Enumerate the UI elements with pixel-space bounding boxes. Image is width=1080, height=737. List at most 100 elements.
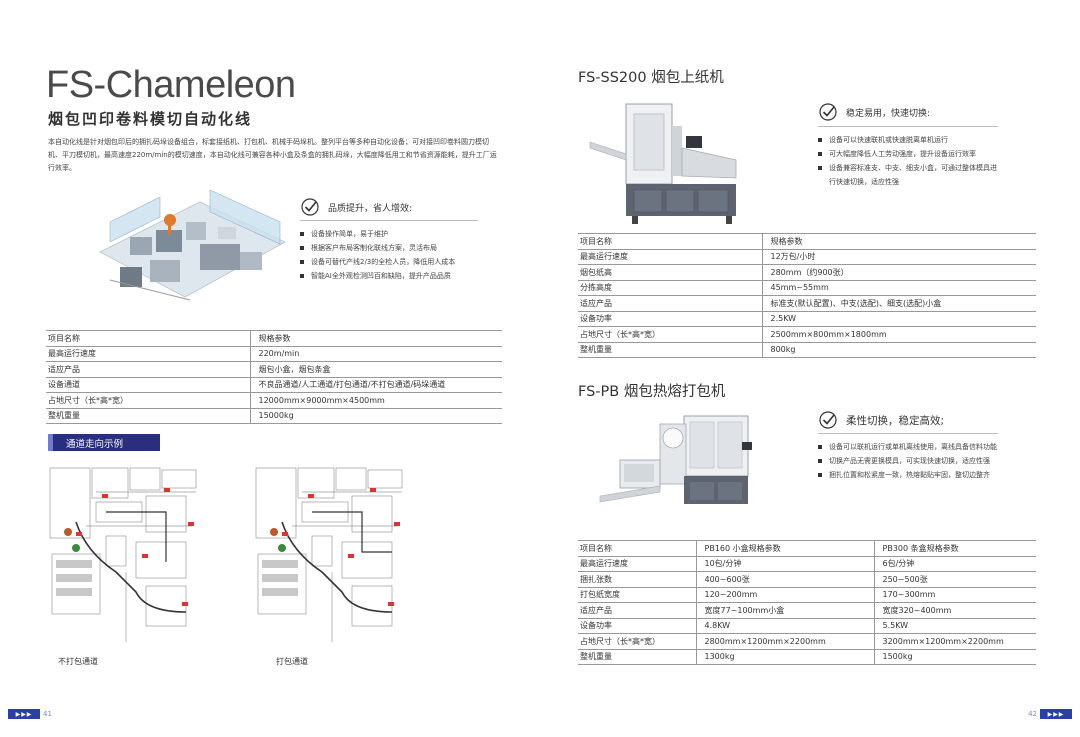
page-number: 42 (1028, 710, 1037, 718)
section-label: 通道走向示例 (48, 434, 160, 451)
page-footer-left: ▶▶▶ 41 (8, 709, 52, 719)
table-row: 占地尺寸（长*高*宽）2500mm×800mm×1800mm (578, 326, 1036, 342)
table-cell: 2800mm×1200mm×2200mm (695, 633, 874, 649)
table-cell: 12000mm×9000mm×4500mm (249, 392, 502, 408)
check-badge-icon (819, 103, 837, 121)
list-item: 设备可以快速联机或快速脱离单机运行 (818, 133, 1003, 147)
table-cell: 打包纸宽度 (578, 586, 696, 603)
table-cell: 2.5KW (761, 310, 1036, 327)
table-cell: 5.5KW (873, 617, 1036, 634)
nav-arrows-icon: ▶▶▶ (8, 709, 40, 719)
table-cell: 6包/分钟 (873, 555, 1036, 572)
table-cell: 1300kg (695, 648, 874, 665)
divider (818, 433, 998, 434)
table-row: 项目名称规格参数 (578, 233, 1036, 249)
table-cell: 标准支(默认配置)、中支(选配)、细支(选配)小盒 (761, 295, 1036, 311)
table-cell: 占地尺寸（长*高*宽） (578, 326, 762, 342)
table-cell: 2500mm×800mm×1800mm (761, 326, 1036, 342)
list-item: 可大幅度降低人工劳动强度，提升设备运行效率 (818, 147, 1003, 161)
table-cell: 项目名称 (578, 233, 762, 249)
table-cell: 10包/分钟 (695, 555, 874, 572)
table-cell: 烟包纸高 (578, 264, 762, 280)
table-cell: 规格参数 (761, 233, 1036, 249)
list-item: 设备可以联机运行或单机离线使用，离线具备信料功能 (818, 440, 1003, 454)
table-cell: 最高运行速度 (578, 248, 762, 265)
table-cell: 占地尺寸（长*高*宽） (46, 392, 250, 408)
divider (818, 126, 998, 127)
table-cell: 12万包/小时 (761, 248, 1036, 265)
table-row: 占地尺寸（长*高*宽）12000mm×9000mm×4500mm (46, 392, 502, 408)
table-cell: PB300 条盒规格参数 (873, 540, 1036, 556)
table-row: 适应产品标准支(默认配置)、中支(选配)、细支(选配)小盒 (578, 295, 1036, 311)
pb-machine-image (599, 415, 752, 504)
intro-paragraph: 本自动化线是针对烟包印后的拥扎码垛设备组合，标套接纸机、打包机、机械手码垛机。整… (48, 138, 497, 172)
list-item: 智能AI全外观检测凹百和缺陷，提升产品品质 (300, 269, 520, 283)
table-cell: 800kg (761, 341, 1036, 358)
table-cell: 不良品通道/人工通道/打包通道/不打包通道/码垛通道 (249, 376, 502, 393)
pb-feature-list: 设备可以联机运行或单机离线使用，离线具备信料功能 切换产品无需更换模具，可实现快… (818, 440, 1003, 482)
table-cell: 适应产品 (578, 602, 696, 618)
table-cell: 占地尺寸（长*高*宽） (578, 633, 696, 649)
divider (300, 220, 478, 221)
table-cell: 整机重量 (578, 341, 762, 358)
table-cell: 400~600张 (695, 571, 874, 587)
table-row: 适应产品宽度77~100mm小盒宽度320~400mm (578, 602, 1036, 618)
table-cell: 适应产品 (578, 295, 762, 311)
page-title: FS-Chameleon (46, 64, 296, 106)
list-item: 切换产品无需更换模具，可实现快速切换，适应性强 (818, 454, 1003, 468)
table-cell: 规格参数 (249, 330, 502, 346)
page-number: 41 (43, 710, 52, 718)
table-cell: 1500kg (873, 648, 1036, 665)
table-cell: 项目名称 (46, 330, 250, 346)
nav-arrows-icon: ▶▶▶ (1040, 709, 1072, 719)
table-cell: 设备功率 (578, 617, 696, 634)
table-cell: 适应产品 (46, 361, 250, 377)
list-item: 设备兼容标准支、中支、细支小盒，可通过整体模具进行快速切换，适应性强 (818, 161, 1003, 189)
feature-heading-label: 品质提升，省人增效: (328, 203, 413, 214)
list-item: 根据客户布局客制化联线方案，灵活布局 (300, 241, 520, 255)
ss200-machine-image (589, 103, 737, 224)
table-row: 适应产品烟包小盒，烟包条盒 (46, 361, 502, 377)
table-cell: 250~500张 (873, 571, 1036, 587)
pb-title: FS-PB 烟包热熔打包机 (578, 384, 726, 400)
diagram-caption: 打包通道 (276, 657, 308, 666)
table-row: 设备通道不良品通道/人工通道/打包通道/不打包通道/码垛通道 (46, 376, 502, 393)
table-cell: 项目名称 (578, 540, 696, 556)
table-cell: PB160 小盒规格参数 (695, 540, 874, 556)
check-badge-icon (819, 411, 837, 429)
production-line-illustration (99, 189, 286, 301)
table-cell: 15000kg (249, 407, 502, 424)
table-cell: 220m/min (249, 345, 502, 362)
table-cell: 宽度320~400mm (873, 602, 1036, 618)
pb-feature-heading: 柔性切换，稳定高效; (818, 410, 944, 430)
table-cell: 整机重量 (578, 648, 696, 665)
table-cell: 捆扎张数 (578, 571, 696, 587)
table-cell: 45mm~55mm (761, 279, 1036, 296)
diagram-caption: 不打包通道 (58, 657, 98, 666)
page-subtitle: 烟包凹印卷料模切自动化线 (48, 110, 253, 128)
list-item: 捆扎位置和松紧度一致，热熔黏贴牢固，整切边整齐 (818, 468, 1003, 482)
page-footer-right: 42 ▶▶▶ (1028, 709, 1072, 719)
table-cell: 分拣高度 (578, 279, 762, 296)
feature-heading: 品质提升，省人增效: (300, 197, 412, 217)
table-cell: 整机重量 (46, 407, 250, 424)
feature-heading-label: 柔性切换，稳定高效; (846, 414, 945, 427)
table-cell: 120~200mm (695, 586, 874, 603)
ss200-feature-list: 设备可以快速联机或快速脱离单机运行 可大幅度降低人工劳动强度，提升设备运行效率 … (818, 133, 1003, 189)
table-cell: 最高运行速度 (578, 555, 696, 572)
feature-heading-label: 稳定易用，快速切换: (846, 108, 931, 119)
table-cell: 设备功率 (578, 310, 762, 327)
